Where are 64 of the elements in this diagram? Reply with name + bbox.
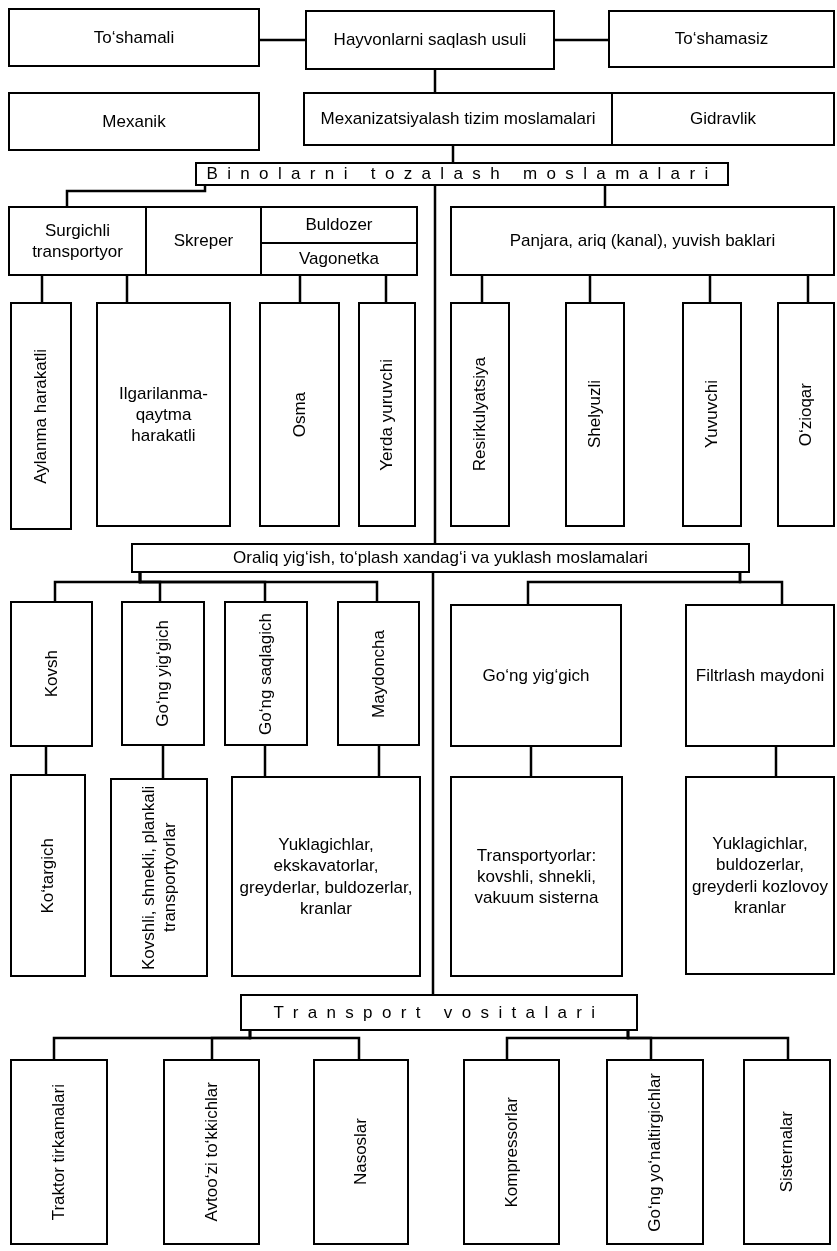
connector-line — [708, 276, 712, 302]
connector-line — [125, 276, 129, 302]
connector-line — [588, 276, 592, 302]
category-box: Kovsh — [10, 601, 93, 747]
connector-line — [626, 1031, 790, 1059]
connector-line — [138, 573, 379, 601]
category-box: Osma — [259, 302, 340, 527]
category-box: Mexanik — [8, 92, 260, 151]
category-box: Maydoncha — [337, 601, 420, 746]
connector-line — [263, 746, 267, 776]
category-box: Yuvuvchi — [682, 302, 742, 527]
connector-line — [806, 276, 810, 302]
heading-box: Binolarni tozalash moslamalari — [195, 162, 729, 186]
category-box: Avtoo‘zi to‘kkichlar — [163, 1059, 260, 1245]
category-box: Kompressorlar — [463, 1059, 560, 1245]
connector-line — [44, 747, 48, 774]
category-box: Hayvonlarni saqlash usuli — [305, 10, 555, 70]
connector-line — [480, 276, 484, 302]
category-box: Transportyorlar: kovshli, shnekli, vakuum sisterna — [450, 776, 623, 977]
connector-line — [738, 573, 784, 604]
connector-line — [377, 746, 381, 776]
connector-line — [248, 1031, 361, 1059]
category-box: Ko‘targich — [10, 774, 86, 977]
category-box: Go‘ng saqlagich — [224, 601, 308, 746]
category-box: O‘zioqar — [777, 302, 835, 527]
connector-line — [298, 276, 302, 302]
connector-line — [555, 38, 608, 42]
category-box: Skreper — [145, 206, 262, 276]
connector-line — [431, 573, 435, 994]
category-box: Shelyuzli — [565, 302, 625, 527]
category-box: Nasoslar — [313, 1059, 409, 1245]
connector-line — [774, 747, 778, 776]
category-box: Aylanma harakatli — [10, 302, 72, 530]
connector-line — [65, 186, 207, 206]
connector-line — [161, 746, 165, 778]
connector-line — [40, 276, 44, 302]
category-box: Sisternalar — [743, 1059, 831, 1245]
category-box: Traktor tirkamalari — [10, 1059, 108, 1245]
category-box: Resirkulyatsiya — [450, 302, 510, 527]
connector-line — [260, 38, 305, 42]
category-box: Kovshli, shnekli, plankali transportyorlar — [110, 778, 208, 977]
category-box: Go‘ng yig‘gich — [121, 601, 205, 746]
category-box: Oraliq yig‘ish, to‘plash xandag‘i va yuklash moslamalari — [131, 543, 750, 573]
category-box: Ilgarilanma-qaytma harakatli — [96, 302, 231, 527]
category-box: Gidravlik — [611, 92, 835, 146]
connector-line — [603, 186, 607, 206]
category-box: Vagonetka — [260, 242, 418, 276]
category-box: Yuklagichlar, buldozerlar, greyderli kozlovoy kranlar — [685, 776, 835, 975]
category-box: Surgichli transportyor — [8, 206, 147, 276]
category-box: Panjara, ariq (kanal), yuvish baklari — [450, 206, 835, 276]
heading-box: Transport vositalari — [240, 994, 638, 1031]
category-box: Mexanizatsiyalash tizim moslamalari — [303, 92, 613, 146]
category-box: To‘shamasiz — [608, 10, 835, 68]
category-box: Yuklagichlar, ekskavatorlar, greyderlar, buldozerlar, kranlar — [231, 776, 421, 977]
connector-line — [529, 747, 533, 776]
category-box: Yerda yuruvchi — [358, 302, 416, 527]
category-box: Go‘ng yig‘gich — [450, 604, 622, 747]
connector-line — [433, 70, 437, 92]
connector-line — [433, 186, 437, 543]
category-box: Go‘ng yo‘naltirgichlar — [606, 1059, 704, 1245]
category-box: To‘shamali — [8, 8, 260, 67]
category-box: Filtrlash maydoni — [685, 604, 835, 747]
connector-line — [384, 276, 388, 302]
category-box: Buldozer — [260, 206, 418, 244]
